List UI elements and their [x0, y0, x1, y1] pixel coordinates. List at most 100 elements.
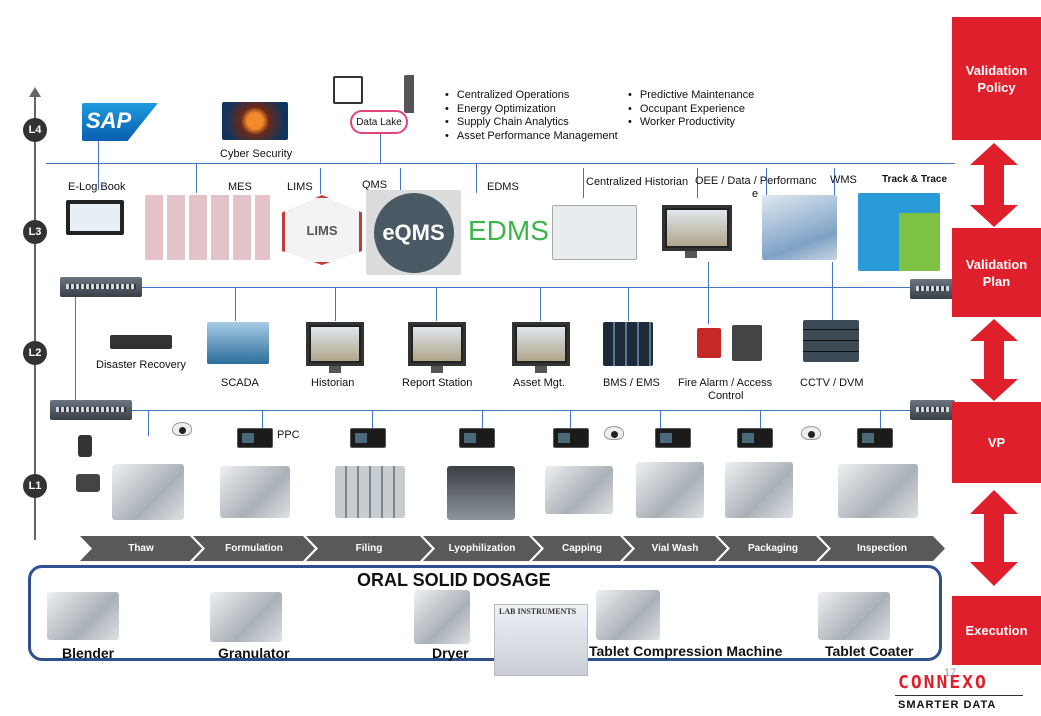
formulation-machine-image	[220, 466, 290, 518]
connector	[400, 168, 401, 190]
fire-alarm-image	[697, 328, 721, 358]
bullet: Centralized Operations	[445, 89, 618, 103]
analytics-board-icon	[333, 76, 363, 104]
connector	[540, 287, 541, 321]
l2-label: Fire Alarm / Access	[678, 377, 773, 389]
historian-label: Centralized Historian	[586, 176, 689, 188]
l2-label: Historian	[311, 377, 355, 389]
lims-logo: LIMS	[282, 195, 362, 265]
camera-icon	[801, 426, 821, 440]
lyophilization-machine-image	[447, 466, 515, 520]
edms-logo: EDMS	[468, 215, 549, 246]
warehouse-image	[762, 195, 837, 260]
packaging-machine-image	[725, 462, 793, 518]
bms-screen-image	[603, 322, 653, 366]
connector	[335, 287, 336, 321]
network-switch	[60, 277, 142, 297]
lab-instruments-text: LAB INSTRUMENTS	[499, 607, 577, 616]
process-step-filing: Filing	[306, 536, 432, 561]
axis-arrow-icon	[29, 87, 41, 97]
process-step-packaging: Packaging	[718, 536, 828, 561]
connector	[760, 410, 761, 428]
osd-item: Blender	[62, 645, 115, 661]
dryer-image	[414, 590, 470, 644]
ppc-panel	[350, 428, 386, 448]
side-validation-policy: Validation Policy	[952, 17, 1041, 140]
bullet: Asset Performance Management	[445, 130, 618, 144]
connector	[482, 410, 483, 428]
network-switch	[910, 400, 955, 420]
side-vp: VP	[952, 402, 1041, 483]
edms-label: EDMS	[487, 181, 519, 193]
sap-logo: SAP	[82, 103, 158, 141]
asset-mgt-monitor	[512, 322, 570, 373]
l4-bus	[46, 163, 955, 164]
blender-image	[47, 592, 119, 640]
cctv-screen-image	[803, 320, 859, 362]
presenter-icon	[404, 75, 432, 113]
wms-label: WMS	[830, 174, 857, 186]
network-switch	[50, 400, 132, 420]
double-arrow-icon	[970, 490, 1018, 586]
side-execution: Execution	[952, 596, 1041, 665]
process-step-vial-wash: Vial Wash	[623, 536, 727, 561]
sap-logo-text: SAP	[86, 108, 132, 133]
l2-label: Report Station	[402, 377, 473, 389]
connector	[697, 168, 698, 198]
camera-icon	[172, 422, 192, 436]
bullet: Predictive Maintenance	[628, 89, 754, 103]
level-l2: L2	[23, 341, 47, 365]
bullet: Worker Productivity	[628, 116, 754, 130]
connector	[660, 410, 661, 428]
connector	[98, 140, 99, 190]
process-step-formulation: Formulation	[193, 536, 315, 561]
connector	[708, 262, 709, 324]
process-step-lyophilization: Lyophilization	[423, 536, 541, 561]
ppc-panel	[857, 428, 893, 448]
granulator-image	[210, 592, 282, 642]
osd-panel	[28, 565, 942, 661]
l2-network	[50, 410, 955, 411]
level-axis	[34, 96, 36, 540]
process-step-inspection: Inspection	[819, 536, 945, 561]
oee-label: OEE / Data / Performanc	[695, 175, 817, 187]
connector	[832, 262, 833, 320]
track-trace-label: Track & Trace	[882, 174, 948, 185]
ppc-panel	[237, 428, 273, 448]
osd-title: ORAL SOLID DOSAGE	[357, 570, 551, 590]
tablet-compression-image	[596, 590, 660, 640]
connector	[436, 287, 437, 321]
vial-wash-machine-image	[636, 462, 704, 518]
double-arrow-icon	[970, 143, 1018, 227]
track-trace-image	[858, 193, 940, 271]
bullet: Occupant Experience	[628, 103, 754, 117]
connector	[766, 168, 767, 198]
access-control-image	[732, 325, 762, 361]
ppc-panel	[655, 428, 691, 448]
qms-label: QMS	[362, 179, 388, 191]
cyber-security-image	[222, 102, 288, 140]
report-station-monitor	[408, 322, 466, 373]
connector	[628, 287, 629, 321]
eqms-logo: eQMS	[366, 190, 461, 275]
label-printer-icon	[76, 474, 100, 492]
oee-label-wrap: e	[752, 188, 759, 200]
capping-machine-image	[545, 466, 613, 514]
network-switch	[910, 279, 955, 299]
connector	[148, 410, 149, 436]
mes-hexagons-image	[145, 195, 270, 260]
historian-monitor	[306, 322, 364, 373]
process-step-capping: Capping	[532, 536, 632, 561]
level-l4: L4	[23, 118, 47, 142]
thaw-machine-image	[112, 464, 184, 520]
level-l1: L1	[23, 474, 47, 498]
l2-label: SCADA	[221, 377, 259, 389]
lims-logo-text: LIMS	[306, 222, 338, 238]
level-l3: L3	[23, 220, 47, 244]
lims-label: LIMS	[287, 181, 313, 193]
page-number: 17	[944, 667, 957, 679]
side-validation-plan: Validation Plan	[952, 228, 1041, 317]
inspection-machine-image	[838, 464, 918, 518]
connector	[834, 168, 835, 198]
data-lake-label: Data Lake	[356, 116, 402, 128]
